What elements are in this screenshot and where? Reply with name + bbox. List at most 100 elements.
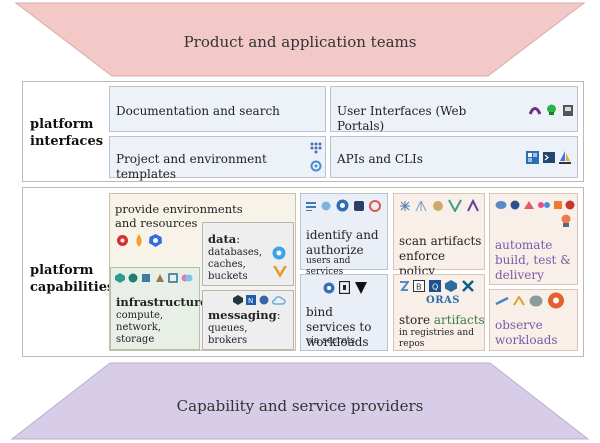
infrastructure-box[interactable]: infrastructure: compute, network, storag… [110, 267, 211, 350]
red-gear-icon [117, 235, 128, 246]
template-grid-icon [310, 142, 322, 154]
infra-logo-3-icon [142, 274, 150, 282]
infra-logo-5-icon [168, 273, 178, 283]
top-banner-label: Product and application teams [183, 33, 417, 51]
messaging-title-text: messaging [208, 308, 277, 322]
identify-title: identify and authorize [306, 228, 379, 257]
platform-interfaces-label: platform interfaces [30, 117, 104, 149]
bottom-banner [10, 362, 590, 440]
data-gear-icon [272, 246, 286, 260]
svg-text:B: B [416, 283, 422, 292]
apis-clis-text: APIs and CLIs [337, 152, 423, 166]
messaging-box[interactable]: N messaging: queues, brokers [202, 290, 294, 350]
infra-logo-1-icon [115, 273, 125, 283]
scan-logo-3-icon [433, 201, 443, 211]
automate-title: automate build, test & delivery [495, 238, 571, 282]
bind-title: bind services to workloads [306, 305, 372, 349]
observe-title: observe workloads [495, 318, 558, 347]
messaging-items: queues, brokers [208, 323, 248, 346]
green-logo-icon [547, 104, 556, 115]
auto-logo-4-icon [538, 202, 550, 208]
templates-box[interactable]: Project and environment templates [109, 136, 326, 181]
documentation-search-text: Documentation and search [116, 104, 280, 118]
scan-logo-5-icon [467, 199, 479, 212]
messaging-logo-3-icon [259, 295, 269, 305]
data-colon: : [236, 232, 241, 246]
web-portals-box[interactable]: User Interfaces (Web Portals) [330, 86, 578, 133]
gear-icon [310, 160, 322, 172]
infra-logo-4-icon [156, 274, 164, 282]
documentation-search-box[interactable]: Documentation and search [109, 86, 326, 132]
flame-icon [136, 234, 142, 247]
infrastructure-items: compute, network, storage [116, 310, 164, 345]
cloud-icon [272, 296, 286, 305]
messaging-logo-1-icon [233, 295, 243, 305]
auto-logo-2-icon [510, 200, 520, 210]
bind-sub: via secrets [306, 336, 356, 346]
vault-icon [355, 282, 367, 294]
argo-icon [561, 214, 571, 227]
store-artifacts-box[interactable]: B Q ORAS store artifacts in registries a… [393, 274, 485, 351]
identify-authorize-box[interactable]: identify and authorize users and service… [300, 193, 388, 277]
store-sub: in registries and repos [399, 328, 474, 349]
environments-title: provide environments and resources [115, 202, 243, 230]
scan-logo-1-icon [400, 201, 410, 211]
data-title: data: [208, 232, 268, 246]
data-box[interactable]: data: databases, caches, buckets [202, 222, 294, 286]
infrastructure-title-text: infrastructure [116, 295, 208, 309]
bind-logo-2-icon [339, 281, 350, 294]
cube-icon [563, 105, 573, 116]
kubernetes-icon [149, 234, 162, 247]
store-logo-1-icon [400, 281, 409, 291]
apis-clis-box[interactable]: APIs and CLIs [330, 136, 578, 178]
observe-logo-1-icon [495, 296, 509, 306]
id-logo-3-icon [336, 199, 349, 212]
bind-logo-1-icon [323, 282, 335, 294]
scan-artifacts-box[interactable]: scan artifacts enforce policy [393, 193, 485, 278]
portal-logo-icon [529, 107, 541, 115]
store-title: store artifacts [399, 313, 485, 328]
top-banner [14, 2, 586, 77]
id-logo-4-icon [354, 201, 364, 211]
observe-logo-4-icon [548, 292, 564, 309]
infrastructure-title: infrastructure: [116, 295, 211, 309]
bind-services-box[interactable]: bind services to workloads via secrets [300, 274, 388, 351]
cli-icon [543, 152, 555, 163]
vue-logo-icon [273, 266, 287, 278]
messaging-title: messaging: [208, 308, 293, 322]
api-icon [526, 151, 539, 164]
id-logo-2-icon [321, 201, 331, 211]
svg-text:N: N [248, 297, 253, 305]
store-logo-5-icon [462, 280, 474, 292]
scan-logo-4-icon [448, 199, 462, 212]
store-logo-3-icon: Q [429, 280, 441, 292]
data-title-text: data [208, 232, 237, 246]
store-logo-2-icon: B [413, 280, 425, 292]
observe-logo-3-icon [529, 295, 543, 307]
infra-logo-6-icon [181, 274, 193, 282]
id-logo-5-icon [369, 200, 381, 212]
bottom-banner-label: Capability and service providers [176, 397, 424, 415]
templates-text: Project and environment templates [116, 152, 267, 181]
infra-logo-2-icon [128, 273, 138, 283]
messaging-logo-2-icon: N [246, 295, 256, 305]
platform-capabilities-label: platform capabilities [30, 263, 115, 295]
auto-logo-3-icon [524, 201, 534, 209]
observe-box[interactable]: observe workloads [489, 289, 578, 351]
auto-logo-6-icon [565, 200, 575, 210]
messaging-colon: : [276, 308, 281, 322]
data-items: databases, caches, buckets [208, 247, 263, 282]
store-title-b: artifacts [433, 313, 485, 327]
identify-sub: users and services [306, 256, 351, 277]
scan-title: scan artifacts enforce policy [399, 234, 482, 278]
oras-logo-text: ORAS [426, 295, 461, 306]
auto-logo-5-icon [554, 201, 562, 209]
store-logo-4-icon [445, 280, 457, 292]
observe-logo-2-icon [513, 296, 525, 306]
store-title-a: store [399, 313, 434, 327]
svg-text:Q: Q [432, 283, 438, 292]
scan-logo-2-icon [415, 200, 427, 212]
sail-icon [559, 151, 571, 164]
automate-box[interactable]: automate build, test & delivery [489, 193, 578, 285]
web-portals-text: User Interfaces (Web Portals) [337, 104, 467, 133]
